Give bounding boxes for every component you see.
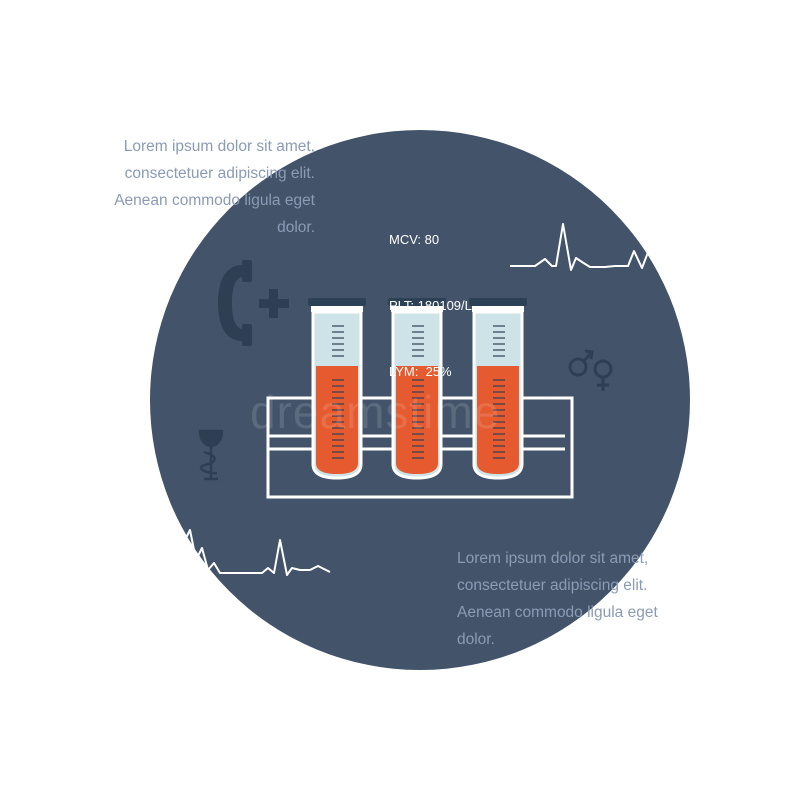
- caduceus-icon: [198, 429, 224, 481]
- watermark: dreamstime: [250, 386, 501, 438]
- heartbeat-line-icon: [510, 223, 669, 271]
- blood-test-readout: MCV: 80 PLT: 180109/L LYM: 25%: [389, 185, 472, 405]
- text-line: Aenean commodo ligula eget: [114, 192, 315, 209]
- phone-plus-icon: [218, 260, 289, 346]
- gender-symbols-icon: [568, 349, 613, 391]
- test-tube-icon: [469, 298, 527, 480]
- text-block-bottom-right: Lorem ipsum dolor sit amet, consectetuer…: [457, 545, 658, 653]
- text-line: Lorem ipsum dolor sit amet,: [123, 138, 315, 155]
- test-tube-icon: [308, 298, 366, 480]
- text-line: consectetuer adipiscing elit.: [457, 577, 648, 594]
- text-line: consectetuer adipiscing elit.: [124, 165, 315, 182]
- test-tube-icon: [388, 298, 446, 480]
- text-block-top-left: Lorem ipsum dolor sit amet, consectetuer…: [114, 133, 315, 241]
- heartbeat-line-icon: [184, 529, 331, 576]
- text-line: Aenean commodo ligula eget: [457, 604, 658, 621]
- text-line: dolor.: [457, 631, 495, 648]
- mcv-value: MCV: 80: [389, 232, 440, 247]
- lym-value: LYM: 25%: [389, 364, 452, 379]
- text-line: dolor.: [277, 219, 315, 236]
- plt-value: PLT: 180109/L: [389, 298, 472, 313]
- text-line: Lorem ipsum dolor sit amet,: [457, 550, 649, 567]
